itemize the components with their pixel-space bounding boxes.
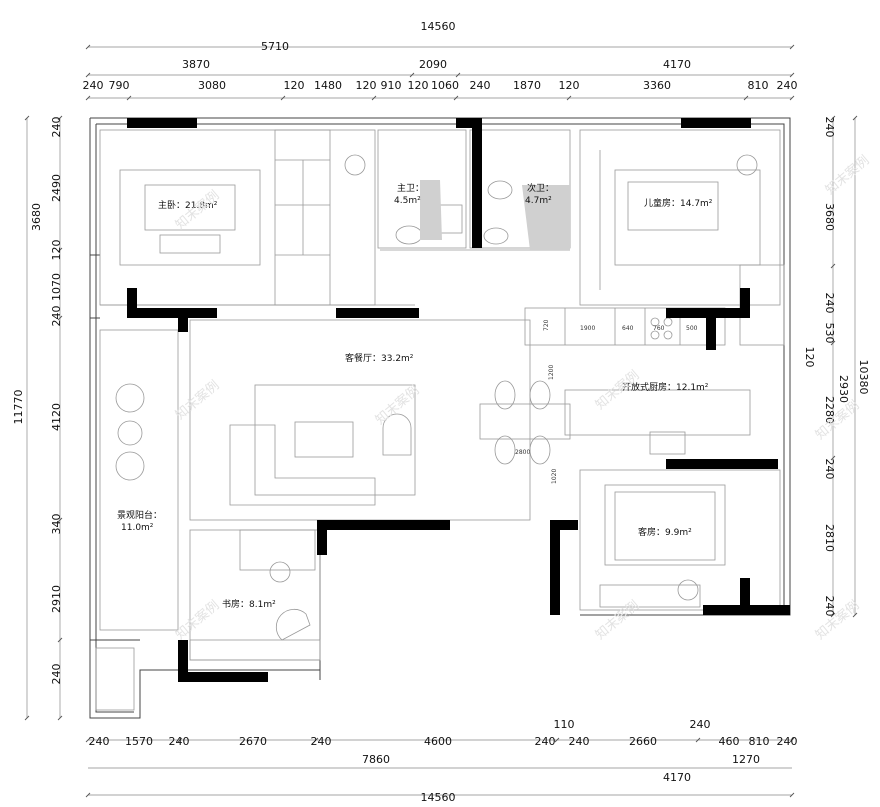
dim-top-total: 14560 — [421, 20, 456, 33]
watermark-text: 知末案例 — [822, 152, 872, 198]
dim-bottom-7860: 7860 — [362, 753, 390, 766]
dim-bottom-cell: 240 — [690, 718, 711, 731]
structural-columns — [127, 118, 790, 682]
dim-top-cell: 1480 — [314, 79, 342, 92]
dim-bottom-cell: 460 — [719, 735, 740, 748]
dim-left-cell: 340 — [50, 514, 63, 535]
dimension-ticks — [24, 44, 858, 798]
cabinet-dims: 720 1900 640 760 500 1200 2800 1020 — [515, 319, 698, 484]
dim-top-cell: 910 — [381, 79, 402, 92]
room-label-balcony-area: 11.0m² — [121, 523, 154, 533]
dim-bottom-4170: 4170 — [663, 771, 691, 784]
watermark-text: 知末案例 — [172, 597, 222, 643]
cabinet-dim: 1200 — [548, 365, 555, 380]
dim-top-cell: 240 — [470, 79, 491, 92]
dim-top-cell: 1060 — [431, 79, 459, 92]
dim-right-cell: 3680 — [823, 203, 836, 231]
dim-top-3870: 3870 — [182, 58, 210, 71]
dim-left-cell: 240 — [50, 306, 63, 327]
dim-top-cell: 3360 — [643, 79, 671, 92]
dim-bottom-cell: 240 — [89, 735, 110, 748]
room-label-master-bath-area: 4.5m² — [394, 196, 421, 206]
dim-top-cell: 3080 — [198, 79, 226, 92]
cabinet-dim: 500 — [686, 325, 698, 332]
dim-left-cell: 120 — [50, 240, 63, 261]
room-label-open-kitchen: 开放式厨房：12.1m² — [622, 381, 709, 393]
interior-lines — [95, 129, 785, 711]
cabinet-dim: 640 — [622, 325, 634, 332]
dim-right-total: 10380 — [857, 360, 870, 395]
dim-left-cell: 240 — [50, 117, 63, 138]
watermarks: 知末案例 知末案例 知末案例 知末案例 知末案例 知末案例 知末案例 知末案例 … — [172, 152, 872, 643]
dim-left-cell: 1070 — [50, 273, 63, 301]
cabinet-dim: 2800 — [515, 449, 530, 456]
dim-right-cell: 240 — [823, 117, 836, 138]
dim-top-cell: 240 — [83, 79, 104, 92]
cabinet-dim: 760 — [653, 325, 665, 332]
dim-bottom-cell: 240 — [569, 735, 590, 748]
dim-left-cell: 3680 — [30, 203, 43, 231]
bath-shading — [420, 180, 570, 250]
room-label-second-bath: 次卫： — [527, 182, 554, 194]
dim-right-cell: 530 — [823, 323, 836, 344]
dim-top-4170: 4170 — [663, 58, 691, 71]
room-label-guest-room: 客房：9.9m² — [638, 526, 692, 538]
room-label-balcony: 景观阳台： — [117, 509, 162, 521]
room-label-study: 书房：8.1m² — [222, 598, 276, 610]
dim-bottom-1270: 1270 — [732, 753, 760, 766]
dim-bottom-cell: 810 — [749, 735, 770, 748]
dim-bottom-cell: 1570 — [125, 735, 153, 748]
dim-bottom-cell: 240 — [535, 735, 556, 748]
dim-top-2090: 2090 — [419, 58, 447, 71]
dim-right-cell: 240 — [823, 596, 836, 617]
dim-bottom-cell: 240 — [169, 735, 190, 748]
watermark-text: 知末案例 — [812, 597, 862, 643]
dim-top-cell: 240 — [777, 79, 798, 92]
dim-left-cell: 240 — [50, 664, 63, 685]
dim-top-cell: 790 — [109, 79, 130, 92]
dim-right-cell: 240 — [823, 459, 836, 480]
dim-bottom-cell: 110 — [554, 718, 575, 731]
dim-left-cell: 4120 — [50, 403, 63, 431]
dim-top-cell: 1870 — [513, 79, 541, 92]
dim-bottom-cell: 2660 — [629, 735, 657, 748]
dim-top-cell: 120 — [284, 79, 305, 92]
dimension-lines — [26, 46, 856, 796]
dim-top-cell: 120 — [559, 79, 580, 92]
dim-left-cell: 2490 — [50, 174, 63, 202]
dim-left-cell: 2910 — [50, 585, 63, 613]
room-label-master-bath: 主卫： — [397, 182, 424, 194]
room-label-master-bedroom: 主卧：21.8m² — [158, 199, 218, 211]
dim-top-5710: 5710 — [261, 40, 289, 53]
dim-bottom-cell: 2670 — [239, 735, 267, 748]
watermark-text: 知末案例 — [172, 377, 222, 423]
dim-bottom-total: 14560 — [421, 791, 456, 804]
dim-top-cell: 120 — [408, 79, 429, 92]
room-label-kids-room: 儿童房：14.7m² — [644, 197, 713, 209]
dim-right-cell: 2930 — [837, 375, 850, 403]
dim-bottom-cell: 240 — [777, 735, 798, 748]
dim-top-cell: 810 — [748, 79, 769, 92]
dim-left-total: 11770 — [12, 390, 25, 425]
dim-right-cell: 240 — [823, 293, 836, 314]
dim-right-cell: 2810 — [823, 524, 836, 552]
dim-bottom-cell: 240 — [311, 735, 332, 748]
dim-top-cell: 120 — [356, 79, 377, 92]
cabinet-dim: 1020 — [551, 469, 558, 484]
cabinet-dim: 1900 — [580, 325, 595, 332]
room-label-living-dining: 客餐厅：33.2m² — [345, 352, 414, 364]
dim-right-cell: 120 — [803, 347, 816, 368]
cabinet-dim: 720 — [543, 319, 550, 331]
dim-bottom-cell: 4600 — [424, 735, 452, 748]
room-label-second-bath-area: 4.7m² — [525, 196, 552, 206]
dim-right-cell: 2280 — [823, 396, 836, 424]
